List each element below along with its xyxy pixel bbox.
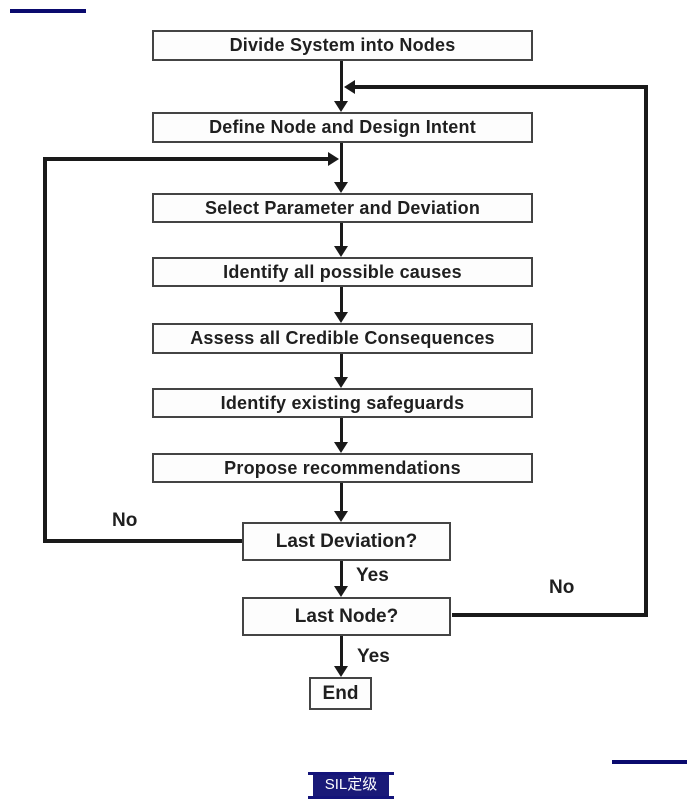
loop-line-left-bottom — [43, 539, 242, 543]
flow-box-define-node: Define Node and Design Intent — [152, 112, 533, 143]
edge-label-no-node: No — [549, 577, 575, 598]
arrow-down-icon — [334, 101, 348, 112]
connector-line — [340, 143, 343, 182]
connector-line — [340, 636, 343, 666]
flow-box-end: End — [309, 677, 372, 710]
flow-decision-last-node: Last Node? — [242, 597, 451, 636]
arrow-down-icon — [334, 246, 348, 257]
arrow-down-icon — [334, 377, 348, 388]
arrow-right-icon — [328, 152, 339, 166]
arrow-down-icon — [334, 442, 348, 453]
sil-rating-label: SIL定级 — [313, 775, 389, 796]
loop-line-left-vertical — [43, 157, 47, 543]
connector-line — [340, 418, 343, 442]
flow-box-propose-recommendations: Propose recommendations — [152, 453, 533, 483]
loop-line-left-top — [45, 157, 330, 161]
flow-box-select-parameter: Select Parameter and Deviation — [152, 193, 533, 223]
arrow-left-icon — [344, 80, 355, 94]
arrow-down-icon — [334, 182, 348, 193]
connector-line — [340, 561, 343, 586]
arrow-down-icon — [334, 312, 348, 323]
connector-line — [340, 354, 343, 377]
arrow-down-icon — [334, 511, 348, 522]
loop-line-right-vertical — [644, 85, 648, 617]
connector-line — [340, 483, 343, 511]
link-underline-fragment-bottom — [612, 760, 687, 764]
flow-box-identify-causes: Identify all possible causes — [152, 257, 533, 287]
flow-box-divide-system: Divide System into Nodes — [152, 30, 533, 61]
flow-box-identify-safeguards: Identify existing safeguards — [152, 388, 533, 418]
arrow-down-icon — [334, 666, 348, 677]
flow-box-assess-consequences: Assess all Credible Consequences — [152, 323, 533, 354]
loop-line-right-top — [355, 85, 648, 89]
edge-label-yes-deviation: Yes — [356, 565, 389, 586]
connector-line — [340, 223, 343, 246]
loop-line-right-bottom — [452, 613, 648, 617]
link-underline-fragment-top — [10, 9, 86, 13]
edge-label-yes-node: Yes — [357, 646, 390, 667]
flow-decision-last-deviation: Last Deviation? — [242, 522, 451, 561]
connector-line — [340, 287, 343, 312]
connector-line — [340, 61, 343, 101]
edge-label-no-deviation: No — [112, 510, 138, 531]
arrow-down-icon — [334, 586, 348, 597]
sil-rating-link[interactable]: SIL定级 — [308, 772, 394, 799]
